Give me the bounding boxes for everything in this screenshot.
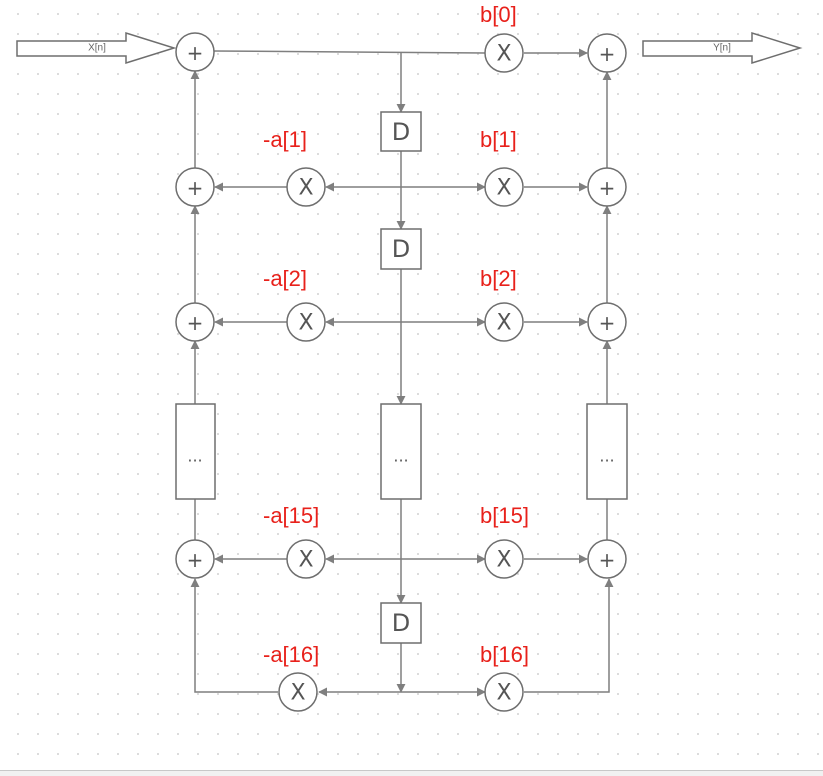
wire-top-to-b0 — [213, 50, 486, 54]
multiplier-b15: X — [484, 539, 524, 579]
adder-left-2: + — [175, 302, 215, 342]
adder-symbol: + — [187, 41, 204, 65]
input-arrow: X[n] — [16, 31, 177, 65]
wires — [190, 48, 614, 697]
multiplier-a15: X — [286, 539, 326, 579]
input-label: X[n] — [88, 43, 106, 54]
multiplier-symbol: X — [290, 681, 305, 706]
coefficient-label-b1: b[1] — [480, 127, 517, 152]
multiplier-a2: X — [286, 302, 326, 342]
adder-symbol: + — [599, 42, 616, 66]
adder-right-1: + — [587, 167, 627, 207]
multiplier-b0: X — [484, 33, 524, 73]
adder-symbol: + — [187, 311, 204, 335]
adder-symbol: + — [187, 548, 204, 572]
multiplier-symbol: X — [496, 176, 511, 201]
canvas-bottom-border — [0, 770, 823, 776]
adder-left-15: + — [175, 539, 215, 579]
coefficient-label-b0: b[0] — [480, 2, 517, 27]
delay-block-1: D — [380, 111, 422, 152]
adder-symbol: + — [599, 311, 616, 335]
delay-block-16: D — [380, 602, 422, 644]
adder-left-1: + — [175, 167, 215, 207]
multiplier-symbol: X — [496, 42, 511, 67]
output-label: Y[n] — [713, 43, 731, 54]
adder-symbol: + — [599, 176, 616, 200]
multiplier-a1: X — [286, 167, 326, 207]
coefficient-label-b16: b[16] — [480, 642, 529, 667]
delay-symbol: D — [392, 235, 410, 263]
multiplier-symbol: X — [496, 548, 511, 573]
multiplier-symbol: X — [496, 311, 511, 336]
ellipsis-symbol: ... — [599, 447, 614, 466]
ellipsis-block-center: ... — [380, 403, 422, 500]
coefficient-label-a16: -a[16] — [263, 642, 319, 667]
adder-symbol: + — [599, 548, 616, 572]
multiplier-a16: X — [278, 672, 318, 712]
wire-a16-to-left-adder — [190, 578, 278, 693]
ellipsis-block-left: ... — [175, 403, 216, 500]
multiplier-symbol: X — [298, 311, 313, 336]
coefficient-label-b2: b[2] — [480, 266, 517, 291]
multiplier-symbol: X — [298, 548, 313, 573]
coefficient-label-a1: -a[1] — [263, 127, 307, 152]
ellipsis-block-right: ... — [586, 403, 628, 500]
delay-symbol: D — [392, 118, 410, 146]
ellipsis-symbol: ... — [393, 447, 408, 466]
output-arrow: Y[n] — [642, 31, 803, 65]
adder-right-2: + — [587, 302, 627, 342]
multiplier-symbol: X — [496, 681, 511, 706]
coefficient-label-a15: -a[15] — [263, 503, 319, 528]
multiplier-symbol: X — [298, 176, 313, 201]
adder-right-0: + — [587, 33, 627, 73]
delay-block-2: D — [380, 228, 422, 270]
ellipsis-symbol: ... — [187, 447, 202, 466]
adder-left-0: + — [175, 32, 215, 72]
wire-b16-to-right-adder — [524, 578, 614, 693]
multiplier-b2: X — [484, 302, 524, 342]
coefficient-label-a2: -a[2] — [263, 266, 307, 291]
delay-symbol: D — [392, 609, 410, 637]
adder-right-15: + — [587, 539, 627, 579]
coefficient-label-b15: b[15] — [480, 503, 529, 528]
multiplier-b16: X — [484, 672, 524, 712]
adder-symbol: + — [187, 176, 204, 200]
multiplier-b1: X — [484, 167, 524, 207]
